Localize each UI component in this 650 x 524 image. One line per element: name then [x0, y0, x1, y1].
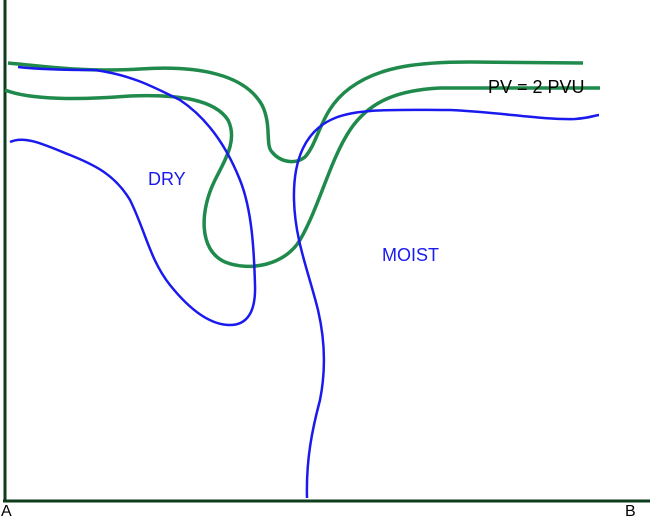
moisture-contour-dry — [9, 65, 257, 327]
axis-end-label: B — [625, 503, 636, 520]
dry-region-label: DRY — [148, 169, 186, 189]
pv-contour-upper — [7, 60, 584, 164]
pv-label: PV = 2 PVU — [488, 77, 585, 97]
axis-start-label: A — [1, 503, 12, 520]
moist-region-label: MOIST — [382, 245, 439, 265]
pv-contour-lower — [4, 86, 600, 269]
moisture-contour-moist — [292, 108, 600, 499]
